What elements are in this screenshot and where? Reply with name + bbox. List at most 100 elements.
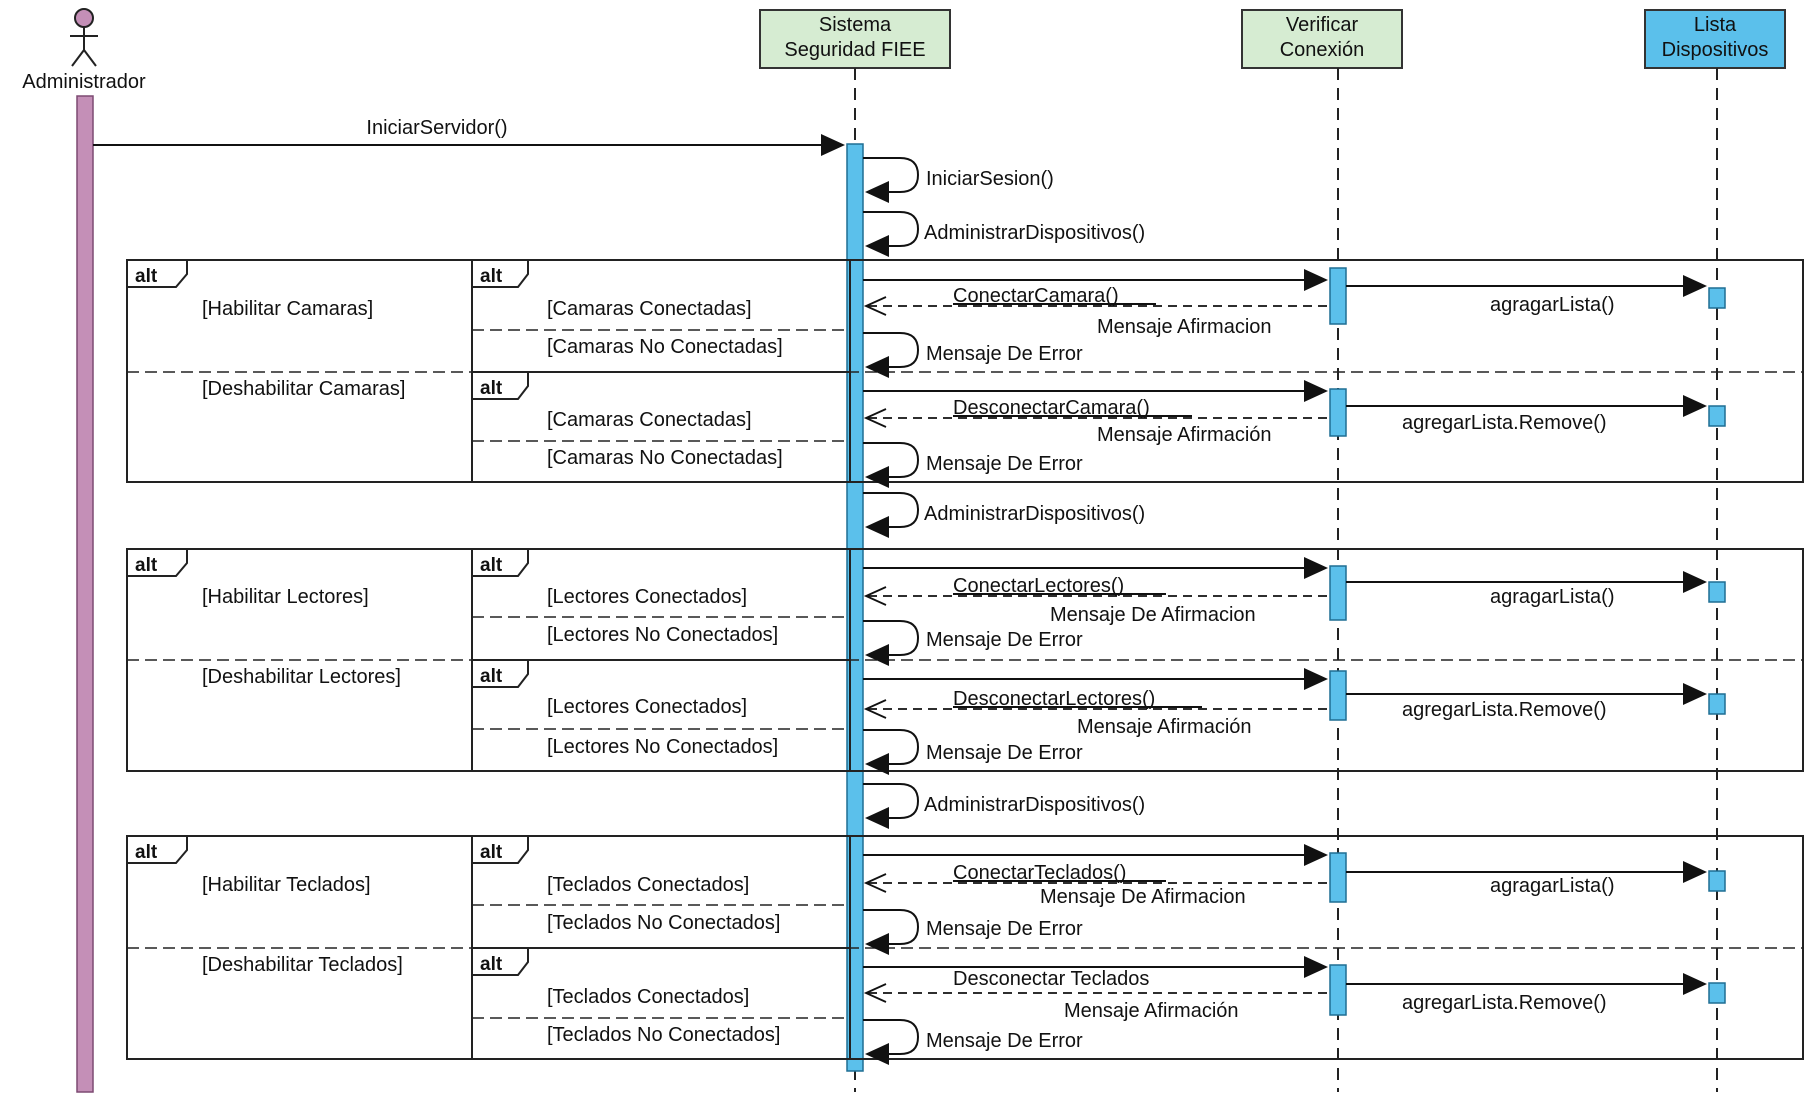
guard-fail: [Camaras No Conectadas]	[547, 336, 783, 358]
arrow-head-icon	[1683, 395, 1707, 417]
message-reply: Mensaje Afirmación	[1064, 1000, 1239, 1022]
arrow-head-icon	[1683, 275, 1707, 297]
participant-name-line2: Seguridad FIEE	[784, 39, 925, 61]
guard-ok: [Lectores Conectados]	[547, 696, 747, 718]
arrow-head-icon	[1304, 380, 1328, 402]
arrow-head-icon	[1683, 571, 1707, 593]
message-error: Mensaje De Error	[926, 742, 1083, 764]
activation-lista	[1708, 405, 1726, 427]
arrow-head-icon	[1683, 683, 1707, 705]
message-error: Mensaje De Error	[926, 343, 1083, 365]
participant-name-line2: Dispositivos	[1662, 39, 1769, 61]
alt-keyword: alt	[480, 666, 503, 687]
alt-keyword: alt	[480, 555, 503, 576]
message-reply: Mensaje Afirmación	[1077, 716, 1252, 738]
alt-block-camaras: alt [Habilitar Camaras] [Deshabilitar Ca…	[126, 259, 1804, 488]
alt-tag	[471, 835, 529, 864]
arrow-head-icon	[865, 356, 889, 378]
actor-activation-bar	[76, 95, 94, 1093]
arrow-head-icon	[865, 235, 889, 257]
participant-name-line1: Verificar	[1286, 14, 1359, 36]
arrow-head-icon	[865, 933, 889, 955]
self-call-administrar	[863, 783, 920, 819]
guard-habilitar-teclados: [Habilitar Teclados]	[202, 874, 371, 896]
self-call-administrar	[863, 492, 920, 528]
message-list: agregarLista.Remove()	[1402, 992, 1607, 1014]
arrow-head-icon	[865, 644, 889, 666]
arrow-head-icon	[865, 1043, 889, 1065]
self-call-error	[863, 729, 920, 765]
guard-fail: [Lectores No Conectados]	[547, 736, 778, 758]
participant-lista[interactable]: Lista Dispositivos	[1644, 9, 1786, 69]
guard-fail: [Teclados No Conectados]	[547, 912, 780, 934]
guard-deshabilitar-teclados: [Deshabilitar Teclados]	[202, 954, 403, 976]
participant-box	[1241, 9, 1403, 69]
alt-keyword: alt	[480, 954, 503, 975]
message-iniciar-servidor: IniciarServidor()	[366, 117, 507, 139]
alt-keyword: alt	[135, 842, 158, 863]
participant-sistema[interactable]: Sistema Seguridad FIEE	[759, 9, 951, 69]
self-call-iniciar-sesion	[863, 157, 920, 193]
activation-lista	[1708, 982, 1726, 1004]
arrow-head-icon	[865, 753, 889, 775]
alt-tag	[126, 835, 188, 864]
open-arrow-head-icon	[863, 296, 887, 316]
alt-keyword: alt	[480, 378, 503, 399]
message-reply: Mensaje De Afirmacion	[1040, 886, 1246, 908]
open-arrow-head-icon	[863, 586, 887, 606]
message-call: DesconectarCamara()	[953, 397, 1150, 419]
guard-habilitar-lectores: [Habilitar Lectores]	[202, 586, 369, 608]
message-administrar-dispositivos: AdministrarDispositivos()	[924, 794, 1145, 816]
guard-fail: [Teclados No Conectados]	[547, 1024, 780, 1046]
activation-verificar	[1329, 267, 1347, 325]
arrow-head-icon	[1683, 973, 1707, 995]
alt-tag	[471, 259, 529, 288]
message-error: Mensaje De Error	[926, 629, 1083, 651]
guard-fail: [Lectores No Conectados]	[547, 624, 778, 646]
participant-box	[759, 9, 951, 69]
activation-verificar	[1329, 388, 1347, 437]
guard-habilitar-camaras: [Habilitar Camaras]	[202, 298, 373, 320]
alt-keyword: alt	[135, 266, 158, 287]
message-call: ConectarTeclados()	[953, 862, 1126, 884]
actor-right-leg	[83, 49, 97, 67]
guard-ok: [Camaras Conectadas]	[547, 409, 752, 431]
participant-name-line2: Conexión	[1280, 39, 1365, 61]
message-administrar-dispositivos: AdministrarDispositivos()	[924, 503, 1145, 525]
alt-tag	[126, 259, 188, 288]
self-call-error	[863, 909, 920, 945]
inner-alt-frame	[471, 659, 851, 772]
alt-tag	[471, 659, 529, 688]
actor-left-leg	[71, 49, 85, 67]
arrow-head-icon	[1304, 956, 1328, 978]
message-reply: Mensaje Afirmacion	[1097, 316, 1272, 338]
activation-verificar	[1329, 964, 1347, 1016]
alt-tag	[126, 548, 188, 577]
guard-deshabilitar-lectores: [Deshabilitar Lectores]	[202, 666, 401, 688]
activation-verificar	[1329, 670, 1347, 721]
actor-label: Administrador	[22, 71, 146, 93]
message-call: ConectarLectores()	[953, 575, 1124, 597]
activation-lista	[1708, 581, 1726, 603]
arrow-head-icon	[1304, 844, 1328, 866]
arrow-head-icon	[1683, 861, 1707, 883]
alt-block-teclados: alt [Habilitar Teclados] [Deshabilitar T…	[126, 835, 1804, 1065]
arrow-head-icon	[1304, 557, 1328, 579]
participant-name-line1: Lista	[1694, 14, 1737, 36]
inner-alt-frame	[471, 371, 851, 483]
message-list: agregarLista.Remove()	[1402, 699, 1607, 721]
participant-verificar[interactable]: Verificar Conexión	[1241, 9, 1403, 69]
participant-name-line1: Sistema	[819, 14, 892, 36]
message-list: agragarLista()	[1490, 294, 1615, 316]
alt-keyword: alt	[135, 555, 158, 576]
activation-lista	[1708, 287, 1726, 309]
message-reply: Mensaje Afirmación	[1097, 424, 1272, 446]
message-list: agragarLista()	[1490, 586, 1615, 608]
alt-tag	[471, 371, 529, 400]
alt-frame	[126, 259, 1804, 483]
message-error: Mensaje De Error	[926, 918, 1083, 940]
actor-administrador[interactable]: Administrador	[22, 8, 146, 93]
message-reply: Mensaje De Afirmacion	[1050, 604, 1256, 626]
arrow-head-icon	[865, 466, 889, 488]
